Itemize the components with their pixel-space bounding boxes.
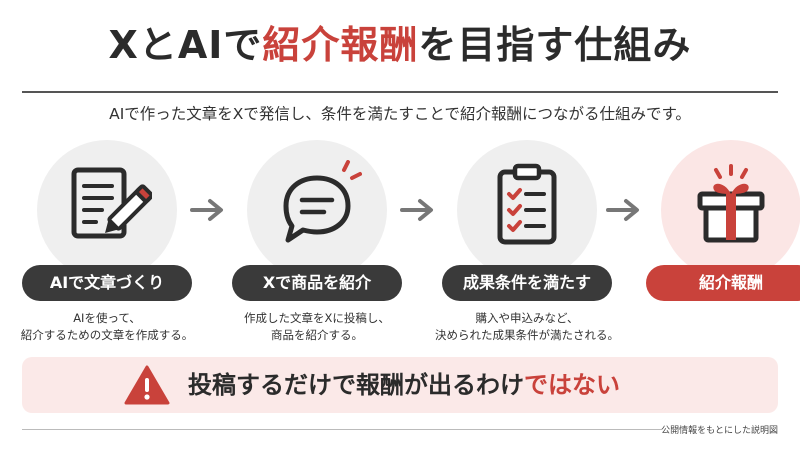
step-description: AIを使って、 紹介するための文章を作成する。 — [2, 310, 212, 344]
step-description: 購入や申込みなど、 決められた成果条件が満たされる。 — [422, 310, 632, 344]
title-divider — [22, 91, 778, 93]
step-reward: 紹介報酬 — [646, 140, 800, 340]
step-circle — [457, 140, 597, 280]
title-part2: を目指す仕組み — [418, 23, 692, 67]
step-x-introduce: Xで商品を紹介 作成した文章をXに投稿し、 商品を紹介する。 — [232, 140, 402, 342]
step-desc-line: 商品を紹介する。 — [271, 328, 363, 342]
arrow-right-icon — [606, 199, 639, 221]
checklist-clipboard-icon — [497, 163, 557, 245]
title-part1: XとAIで — [108, 23, 263, 67]
warning-banner: 投稿するだけで報酬が出るわけではない — [22, 357, 778, 413]
page-title: XとAIで紹介報酬を目指す仕組み — [0, 14, 800, 69]
warning-text: 投稿するだけで報酬が出るわけではない — [188, 357, 620, 413]
step-label: Xで商品を紹介 — [232, 265, 402, 301]
footer-note: 公開情報をもとにした説明図 — [661, 426, 778, 436]
step-circle — [37, 140, 177, 280]
speech-bubble-icon — [283, 160, 362, 243]
footer-divider — [22, 429, 662, 430]
step-desc-line: AIを使って、 — [73, 311, 141, 325]
step-conditions: 成果条件を満たす 購入や申込みなど、 決められた成果条件が満たされる。 — [435, 140, 619, 342]
step-desc-line: 決められた成果条件が満たされる。 — [435, 328, 619, 342]
step-desc-line: 紹介するための文章を作成する。 — [20, 328, 194, 342]
gift-box-icon — [697, 164, 765, 243]
arrow-right-icon — [400, 199, 433, 221]
subtitle: AIで作った文章をXで発信し、条件を満たすことで紹介報酬につながる仕組みです。 — [109, 105, 691, 123]
warning-triangle-icon — [124, 365, 170, 405]
step-ai-writing: AIで文章づくり AIを使って、 紹介するための文章を作成する。 — [21, 140, 193, 342]
title-accent: 紹介報酬 — [262, 23, 419, 67]
step-label: AIで文章づくり — [22, 265, 192, 301]
warning-text-part1: 投稿するだけで報酬が出るわけ — [188, 371, 524, 399]
document-pencil-icon — [71, 167, 152, 239]
step-circle — [247, 140, 387, 280]
warning-text-accent: ではない — [524, 371, 620, 399]
step-label: 成果条件を満たす — [442, 265, 612, 301]
step-description: 作成した文章をXに投稿し、 商品を紹介する。 — [212, 310, 422, 344]
arrow-right-icon — [190, 199, 223, 221]
step-desc-line: 購入や申込みなど、 — [475, 311, 579, 325]
step-circle — [661, 140, 800, 280]
step-desc-line: 作成した文章をXに投稿し、 — [244, 311, 390, 325]
step-label: 紹介報酬 — [646, 265, 800, 301]
